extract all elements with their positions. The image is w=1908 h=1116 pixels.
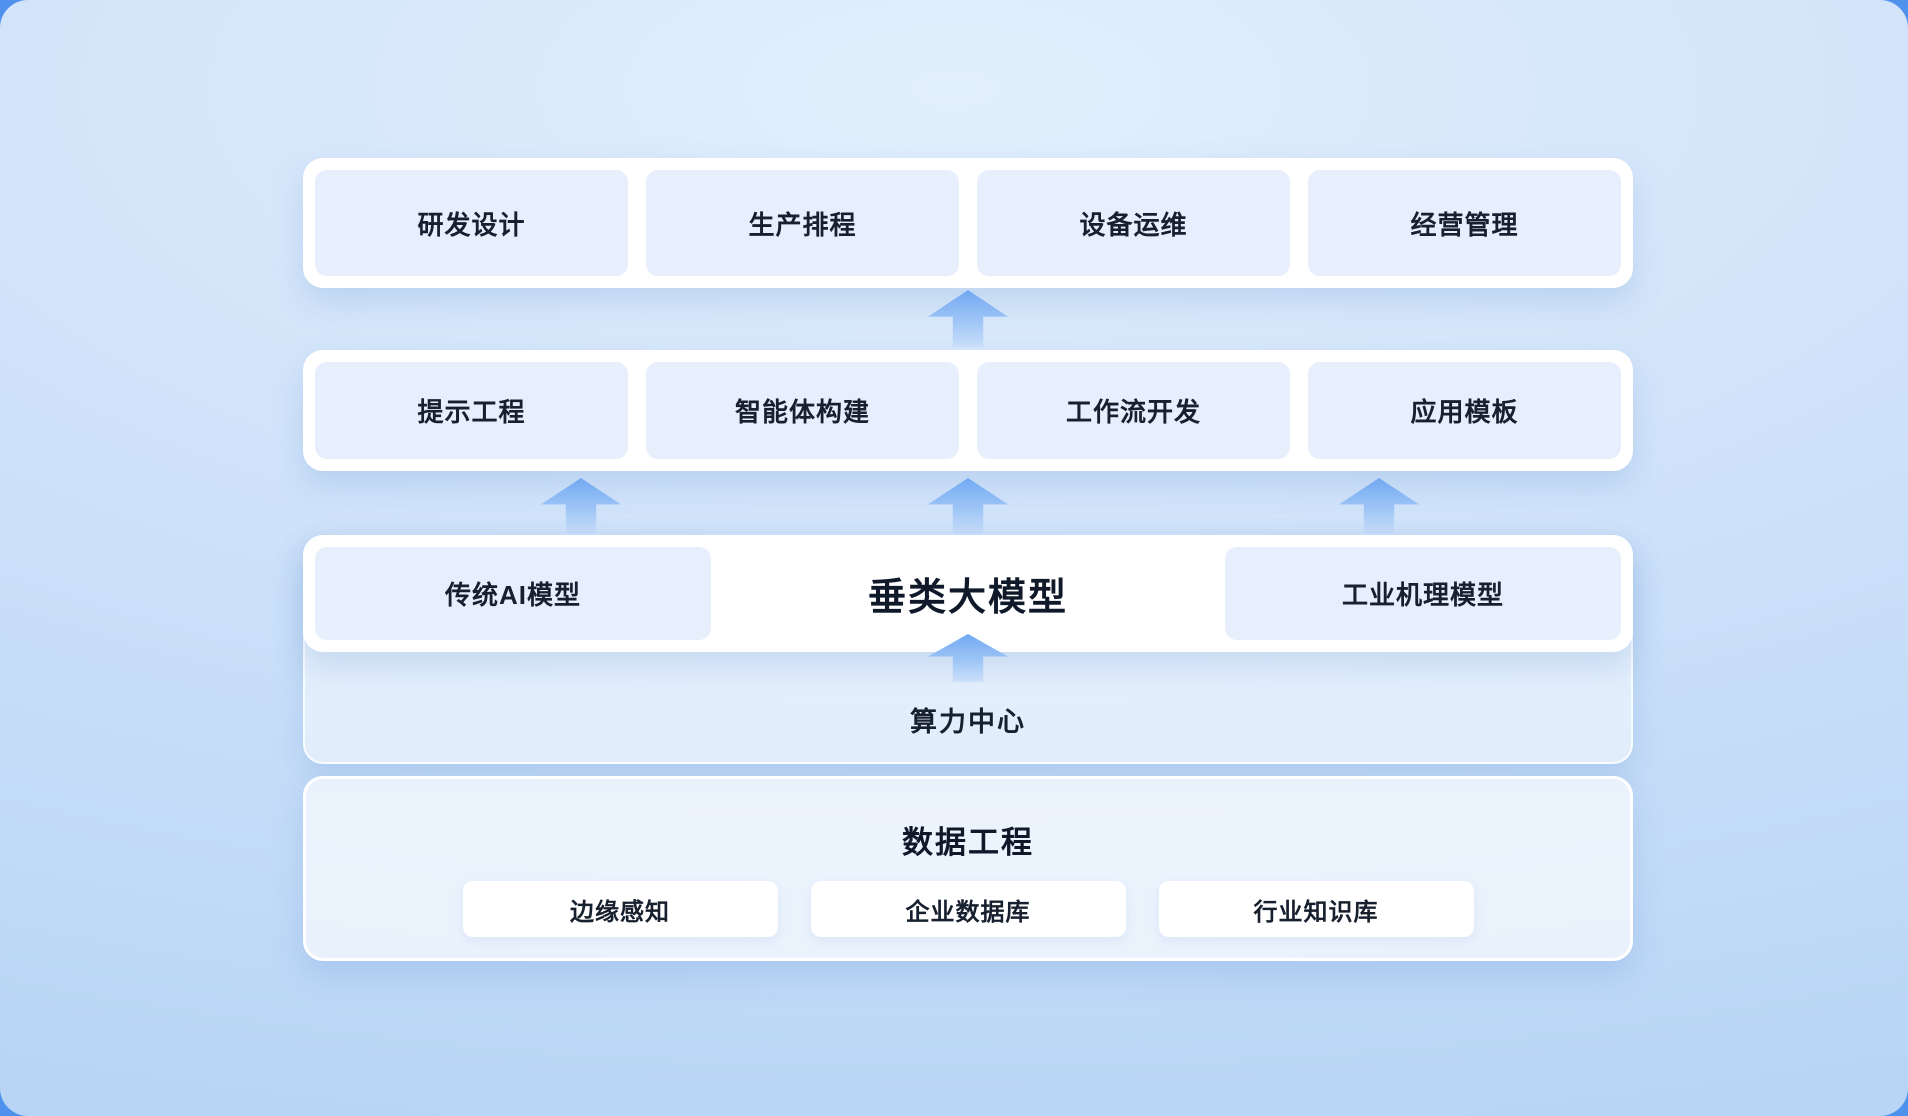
compute-center-label: 算力中心 [910, 707, 1026, 737]
development-layer: 提示工程 智能体构建 工作流开发 应用模板 [303, 350, 1633, 471]
development-node: 工作流开发 [977, 362, 1290, 459]
up-arrow-icon [928, 478, 1008, 534]
application-node: 设备运维 [977, 170, 1290, 276]
up-arrow-icon [541, 478, 621, 534]
up-arrow-icon [928, 290, 1008, 347]
data-engineering-title: 数据工程 [902, 825, 1034, 860]
development-node: 提示工程 [315, 362, 628, 459]
data-node: 边缘感知 [462, 881, 778, 937]
development-node: 智能体构建 [646, 362, 959, 459]
industrial-mechanism-model-node: 工业机理模型 [1225, 547, 1621, 640]
data-node: 行业知识库 [1158, 881, 1474, 937]
data-node-row: 边缘感知 企业数据库 行业知识库 [306, 881, 1630, 937]
vertical-llm-title: 垂类大模型 [867, 577, 1068, 619]
application-node: 经营管理 [1308, 170, 1621, 276]
traditional-ai-model-node: 传统AI模型 [315, 547, 711, 640]
application-layer: 研发设计 生产排程 设备运维 经营管理 [303, 158, 1633, 288]
application-node: 生产排程 [646, 170, 959, 276]
development-node: 应用模板 [1308, 362, 1621, 459]
data-node: 企业数据库 [810, 881, 1126, 937]
application-node: 研发设计 [315, 170, 628, 276]
model-layer: 传统AI模型 垂类大模型 工业机理模型 [303, 535, 1633, 652]
up-arrow-icon [1339, 478, 1419, 534]
data-engineering-layer: 数据工程 边缘感知 企业数据库 行业知识库 [303, 776, 1633, 961]
